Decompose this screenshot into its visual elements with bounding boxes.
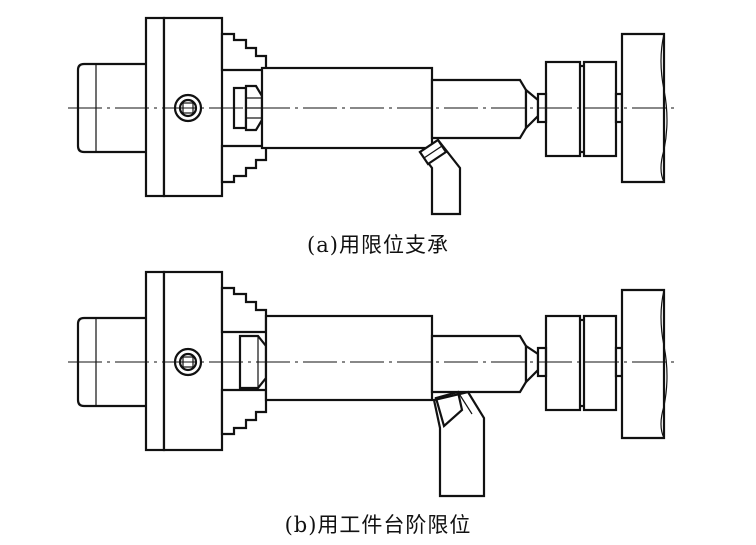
- chuck-flange: [144, 16, 166, 198]
- knurled-nut-1: [544, 314, 582, 412]
- workpiece-small: [430, 334, 528, 394]
- knurled-nut-1: [544, 60, 582, 158]
- caption-a: (a)用限位支承: [307, 233, 449, 257]
- chuck-flange: [144, 270, 166, 452]
- chuck-jaws-top: [220, 286, 268, 334]
- turning-tool-b: [432, 390, 486, 498]
- figure-a: [68, 16, 676, 216]
- figure-b: [68, 270, 676, 498]
- caption-b: (b)用工件台阶限位: [284, 513, 472, 537]
- tailstock-center: [524, 343, 540, 385]
- chuck-jaws-bottom: [220, 144, 268, 184]
- tailstock-body: [620, 288, 666, 440]
- turning-tool-a: [418, 138, 462, 216]
- workpiece-large: [264, 314, 434, 402]
- knurled-nut-2: [582, 314, 618, 412]
- workpiece-small: [430, 78, 528, 140]
- chuck-jaws-top: [220, 32, 268, 72]
- chuck-jaws-bottom: [220, 388, 268, 436]
- knurled-nut-2: [582, 60, 618, 158]
- tailstock-center: [524, 87, 540, 131]
